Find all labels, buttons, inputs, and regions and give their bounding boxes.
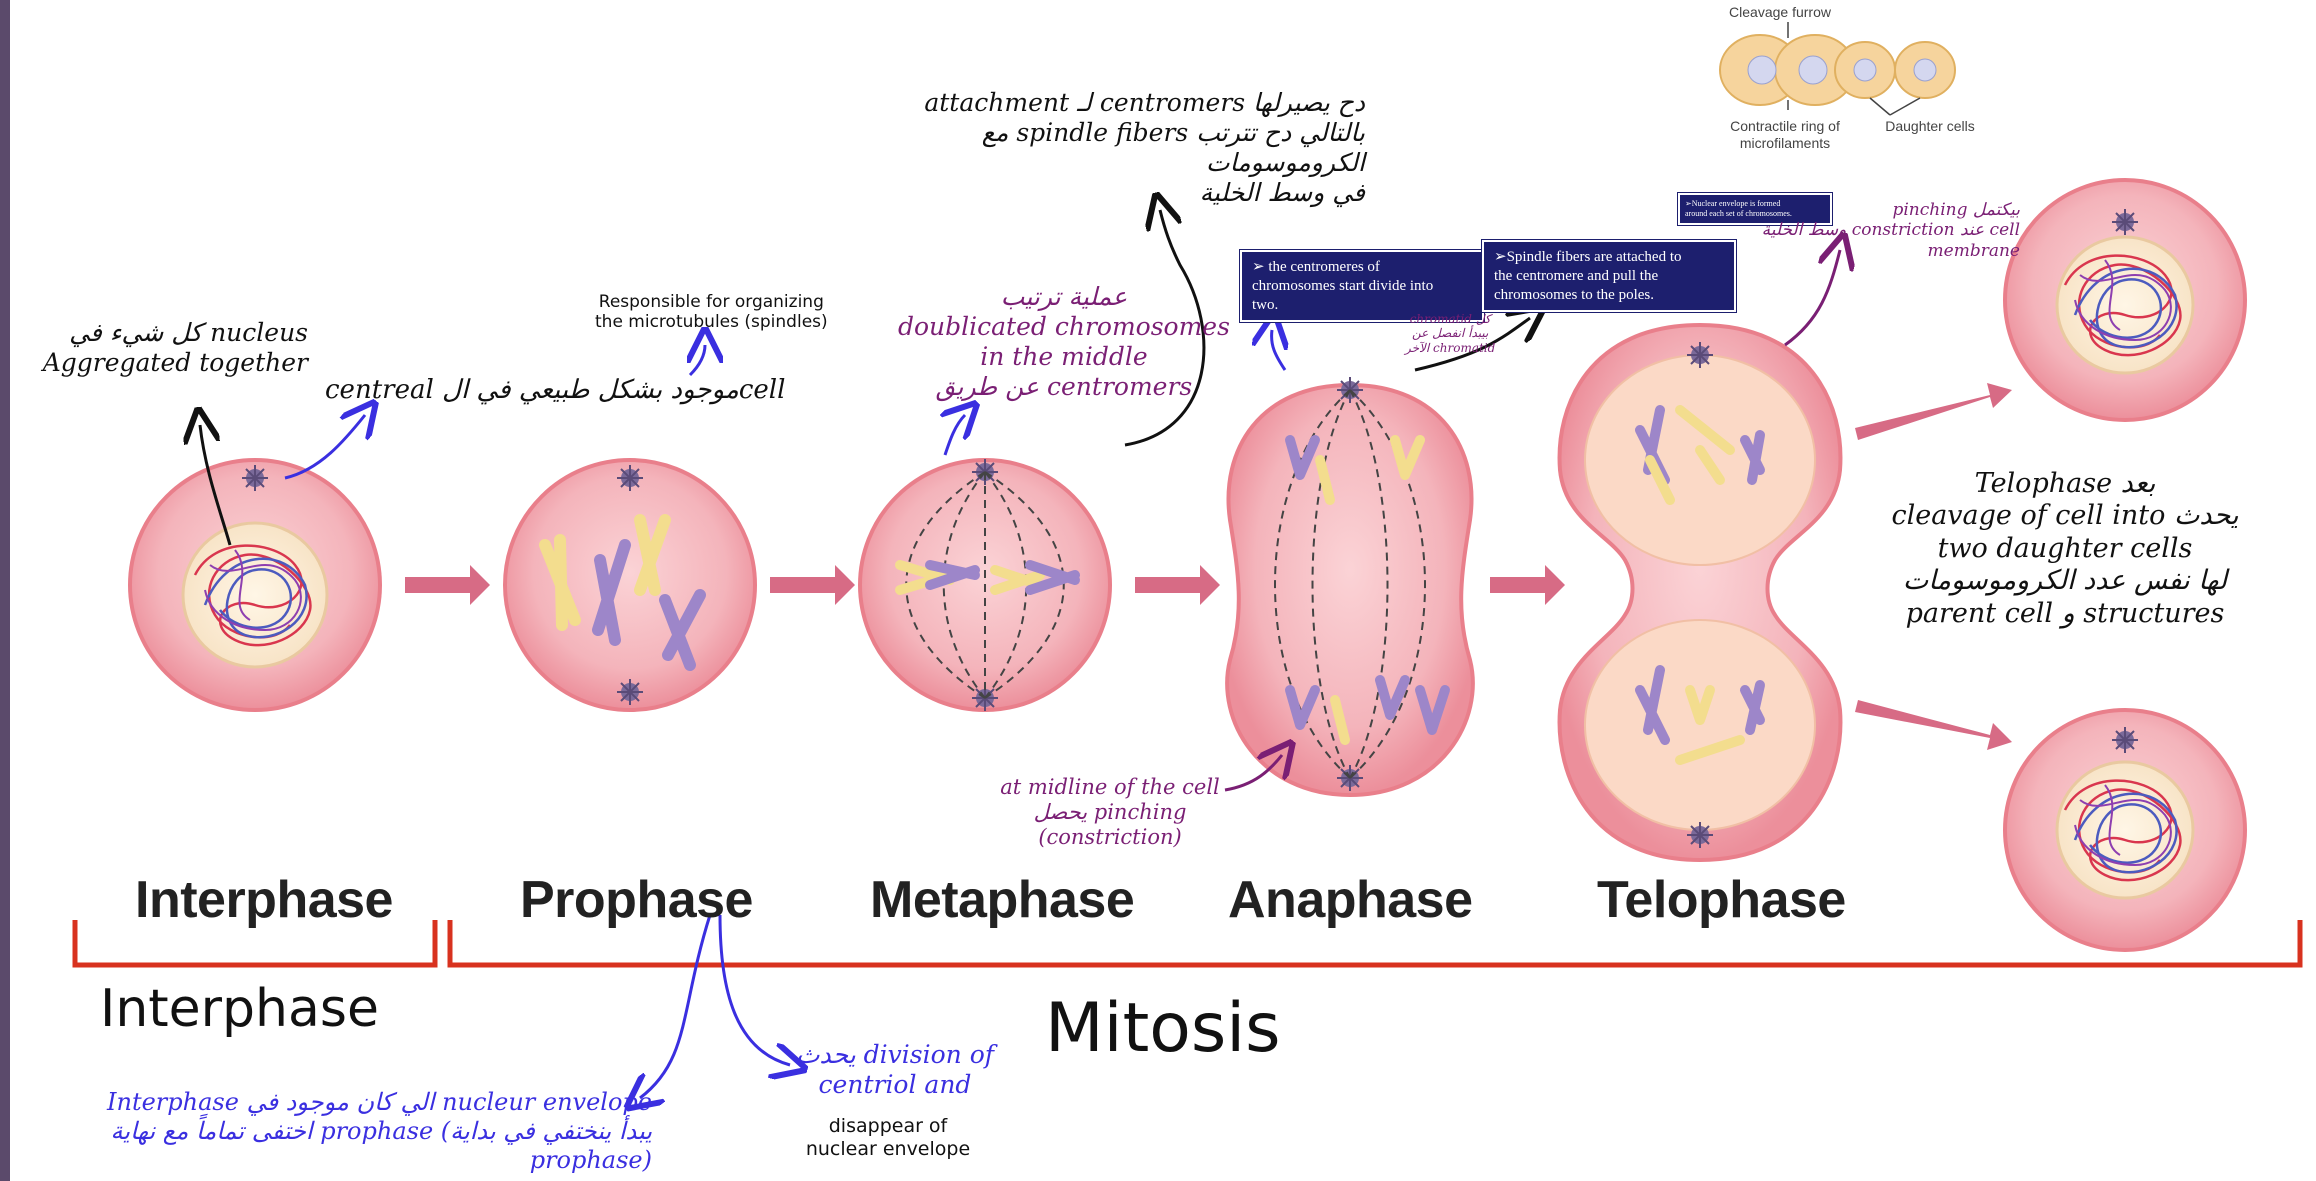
anaphase-cell	[1227, 377, 1473, 795]
note-centreal: centreal موجود بشكل طبيعي في الcell	[325, 375, 785, 406]
phase-label-metaphase: Metaphase	[870, 870, 1134, 930]
note-chromatid-separate: chromatid كل بيبدأ انفصل عن الآخر chroma…	[1405, 312, 1495, 355]
arrow-icon	[1855, 383, 2012, 440]
note-responsible-microtubules: Responsible for organizing the microtubu…	[595, 292, 828, 333]
phase-label-anaphase: Anaphase	[1228, 870, 1473, 930]
inset-label-contractile-ring: Contractile ring of microfilaments	[1700, 118, 1870, 152]
daughter-cell-top	[2005, 180, 2245, 420]
phase-label-prophase: Prophase	[520, 870, 753, 930]
note-pinching-complete: pinching بيكتمل وسط الخلية constriction …	[1740, 200, 2020, 261]
phase-label-interphase: Interphase	[135, 870, 393, 930]
bracket-caption-interphase: Interphase	[100, 978, 379, 1040]
arrow-icon	[1490, 565, 1565, 605]
note-duplicated-chromosomes: عملية ترتيب doublicated chromosomes in t…	[898, 282, 1230, 402]
note-interphase-envelope: Interphase الي كان موجود في nucleur enve…	[12, 1088, 652, 1174]
prophase-cell	[505, 460, 755, 710]
arrow-icon	[770, 565, 855, 605]
brackets	[75, 920, 2300, 965]
note-attachment-centromers: attachment لـ centromers دح يصيرلها مع s…	[845, 88, 1365, 208]
arrow-icon	[405, 565, 490, 605]
phase-label-telophase: Telophase	[1597, 870, 1846, 930]
note-telophase-cleavage: Telophase بعد cleavage of cell into يحدث…	[1835, 468, 2295, 630]
metaphase-cell	[860, 459, 1110, 711]
note-nucleus-aggregated: كل شيء في nucleus Aggregated together	[18, 318, 308, 378]
interphase-cell	[130, 460, 380, 710]
inset-label-cleavage-furrow: Cleavage furrow	[1705, 4, 1855, 21]
note-disappear-envelope: disappear of nuclear envelope	[778, 1115, 998, 1161]
daughter-cell-bottom	[2005, 710, 2245, 950]
bracket-caption-mitosis: Mitosis	[1045, 988, 1281, 1070]
cleavage-inset	[1720, 22, 1955, 115]
note-division-centriol: يحدث division of centriol and	[775, 1040, 1015, 1100]
info-box-spindle-attached: ➢Spindle fibers are attached to the cent…	[1482, 240, 1736, 312]
arrow-icon	[1135, 565, 1220, 605]
telophase-cell	[1560, 325, 1841, 860]
note-midline-pinching: at midline of the cell يحصل pinching (co…	[985, 775, 1235, 851]
inset-label-daughter-cells: Daughter cells	[1870, 118, 1990, 135]
arrow-icon	[1855, 700, 2012, 750]
